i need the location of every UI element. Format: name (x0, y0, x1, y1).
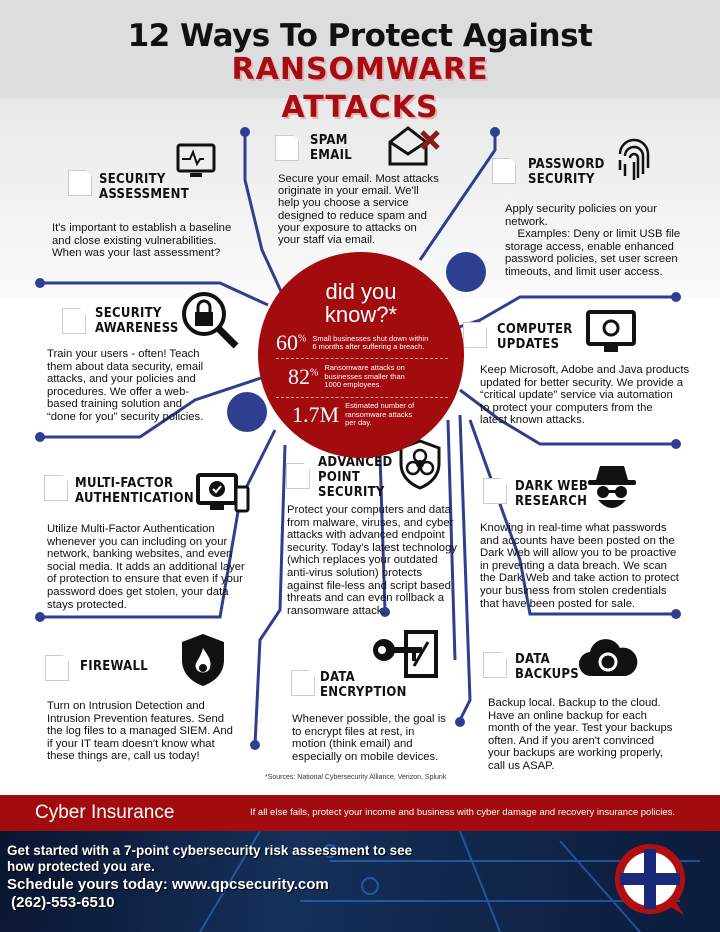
section-label: FIREWALL (80, 659, 149, 674)
section-label: COMPUTER (497, 322, 573, 337)
title-line-2: RANSOMWARE (231, 52, 489, 87)
document-icon (44, 475, 68, 501)
cloud-refresh-icon (578, 639, 638, 677)
fire-shield-icon (182, 634, 224, 686)
section-label: DATA (515, 652, 550, 667)
section-text: Backup local. Backup to the cloud.Have a… (488, 697, 673, 772)
header-background (0, 0, 720, 98)
spy-icon (588, 466, 636, 508)
document-icon (483, 652, 507, 678)
section-label: PASSWORD (528, 157, 605, 172)
sources-note: *Sources: National Cybersecurity Allianc… (265, 774, 447, 781)
document-icon (45, 655, 69, 681)
divider (276, 358, 448, 359)
section-label: DARK WEB (515, 479, 589, 494)
circuit-background (199, 831, 700, 932)
envelope-x-icon (388, 126, 440, 166)
section-label: SECURITY (99, 172, 166, 187)
document-icon (68, 170, 92, 196)
stat-value: 1.7M (292, 402, 340, 427)
biohazard-shield-icon (399, 439, 441, 490)
section-label: RESEARCH (515, 494, 588, 509)
phone-number[interactable]: (262)-553-6510 (7, 894, 115, 911)
section-label: SECURITY (318, 485, 385, 500)
monitor-refresh-icon (586, 310, 636, 352)
monitor-heartbeat-icon (176, 143, 216, 177)
footer-cta: Get started with a 7-point cybersecurity… (0, 831, 720, 932)
key-file-icon (373, 630, 438, 678)
document-icon (492, 158, 516, 184)
section-label: UPDATES (497, 337, 560, 352)
section-label: AWARENESS (95, 321, 179, 336)
lock-magnifier-icon (182, 292, 239, 349)
section-label: ADVANCED (318, 455, 393, 470)
section-label: BACKUPS (515, 667, 579, 682)
section-label: MULTI-FACTOR (75, 476, 174, 491)
fingerprint-icon (618, 138, 650, 180)
document-icon (62, 308, 86, 334)
devices-check-icon (196, 473, 250, 513)
document-icon (483, 478, 507, 504)
section-label: ASSESSMENT (99, 187, 189, 202)
document-icon (463, 322, 487, 348)
section-label: AUTHENTICATION (75, 491, 194, 506)
stat-value: 82% (288, 364, 319, 389)
section-label: SECURITY (95, 306, 162, 321)
cta-line-1: Get started with a 7-point cybersecurity… (7, 843, 413, 858)
qpc-logo (615, 844, 685, 915)
stat-value: 60% (276, 330, 307, 355)
cta-line-2: how protected you are. (7, 859, 155, 874)
section-label: EMAIL (310, 148, 352, 163)
title-line-1: 12 Ways To Protect Against (127, 18, 593, 54)
section-label: ENCRYPTION (320, 685, 407, 700)
cyber-insurance-title: Cyber Insurance (35, 802, 175, 823)
document-icon (286, 463, 310, 489)
document-icon (291, 670, 315, 696)
section-label: POINT (318, 470, 361, 485)
section-label: SECURITY (528, 172, 595, 187)
document-icon (275, 135, 299, 161)
title-line-3: ATTACKS (281, 90, 439, 125)
cyber-insurance-band: Cyber Insurance If all else fails, prote… (0, 795, 720, 831)
cyber-insurance-text: If all else fails, protect your income a… (250, 807, 676, 818)
circuit-nodes (35, 127, 681, 750)
section-label: SPAM (310, 133, 348, 148)
divider (276, 397, 448, 398)
section-label: DATA (320, 670, 355, 685)
schedule-link[interactable]: Schedule yours today: www.qpcsecurity.co… (7, 876, 329, 893)
